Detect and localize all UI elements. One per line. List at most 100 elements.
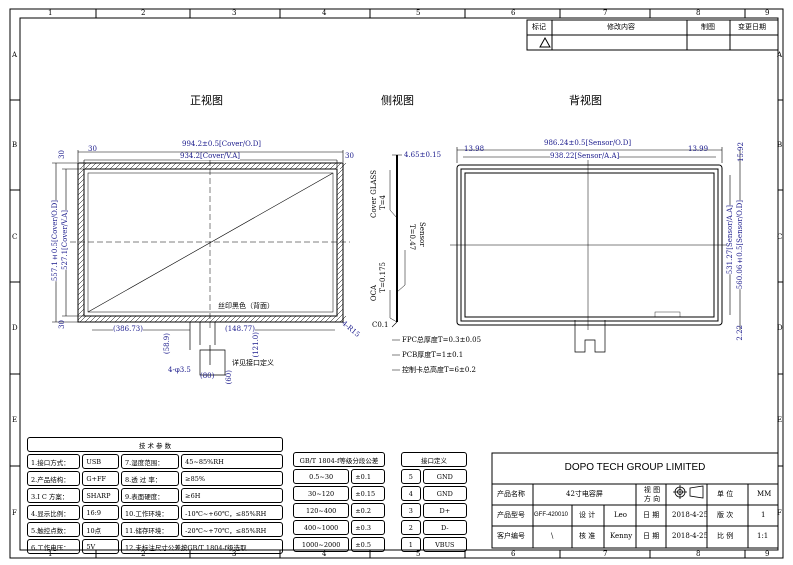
row-label: A — [777, 51, 783, 59]
param-note: 12.未标注尺寸公差按GB/T 1804-f级选取 — [121, 539, 283, 554]
row-label: F — [777, 509, 782, 517]
dim-fpc-length-2: (121.0) — [252, 332, 260, 358]
column-label: 7 — [603, 9, 608, 17]
param-label: 11.储存环境： — [121, 522, 180, 537]
param-label: 3.I C 方案： — [27, 488, 81, 503]
revision-header-date: 变更日期 — [738, 23, 766, 31]
tolerance: ±0.15 — [351, 486, 385, 501]
row-label: C — [12, 233, 18, 241]
row-label: D — [12, 324, 18, 332]
label-cover-glass: Cover GLASS — [370, 170, 378, 219]
front-hatch — [77, 162, 347, 323]
column-label: 8 — [696, 550, 701, 558]
param-value: USB — [82, 454, 120, 469]
column-label: 7 — [603, 550, 608, 558]
param-value: G+FF — [82, 471, 120, 486]
tolerance-title: GB/T 1804-f等级分段公差 — [293, 452, 385, 467]
signal: GND — [422, 486, 467, 501]
scale-label: 比 例 — [717, 532, 734, 540]
column-label: 4 — [322, 9, 327, 17]
row-label: E — [777, 416, 783, 424]
range: 400~1000 — [293, 520, 350, 535]
side-view-title: 侧视图 — [381, 94, 414, 107]
tolerance: ±0.1 — [351, 469, 385, 484]
row-label: B — [12, 141, 18, 149]
connector-note: 详见接口定义 — [232, 359, 274, 367]
dim-fpc-right: (148.77) — [225, 325, 255, 333]
row-label: D — [777, 324, 783, 332]
param-value: -10℃~+60℃，≤85%RH — [181, 505, 283, 520]
version: 1 — [761, 511, 766, 519]
param-value: 10点 — [82, 522, 120, 537]
title-block-lines — [491, 452, 779, 549]
column-label: 3 — [232, 550, 237, 558]
dim-bottom-margin: 2.22 — [736, 325, 744, 341]
table-row: 1000~2000±0.5 — [293, 537, 385, 552]
param-label: 9.表面硬度： — [121, 488, 180, 503]
dim-left-margin: 13.98 — [464, 145, 485, 153]
param-value: 45~85%RH — [181, 454, 283, 469]
back-view-title: 背视图 — [569, 94, 602, 107]
zone-dividers — [10, 9, 783, 558]
dim-top-margin: 15.92 — [737, 142, 745, 163]
param-value: ≥6H — [181, 488, 283, 503]
dim-sensor-od-width: 986.24±0.5[Sensor/O.D] — [544, 139, 632, 147]
param-label: 4.显示比例： — [27, 505, 81, 520]
column-label: 2 — [141, 550, 146, 558]
dim-right-margin: 13.99 — [688, 145, 709, 153]
table-row: 400~1000±0.3 — [293, 520, 385, 535]
row-label: F — [12, 509, 17, 517]
unit-label: 单 位 — [717, 490, 734, 498]
column-label: 1 — [48, 9, 53, 17]
column-label: 9 — [765, 9, 770, 17]
label-pcb-thickness: PCB厚度T=1±0.1 — [402, 351, 464, 359]
column-label: 2 — [141, 9, 146, 17]
pin: 1 — [401, 537, 421, 552]
front-view-title: 正视图 — [190, 94, 223, 107]
view-direction-label: 视 图 方 向 — [643, 486, 661, 503]
dim-margin-bottom: 30 — [58, 320, 66, 329]
column-label: 4 — [322, 550, 327, 558]
customer: \ — [551, 532, 554, 540]
label-card-height: 控制卡总高度T=6±0.2 — [402, 366, 476, 374]
dim-cover-va-width: 934.2[Cover/V.A] — [180, 152, 240, 160]
warning-triangle-icon — [539, 36, 551, 48]
param-label: 1.接口方式： — [27, 454, 81, 469]
column-label: 6 — [511, 9, 516, 17]
dim-fpc-left: (386.73) — [113, 325, 143, 333]
model: GFF-420010 — [534, 512, 569, 518]
signal: D+ — [422, 503, 467, 518]
dim-cover-va-height: 527.1[Cover/V.A] — [61, 210, 69, 270]
customer-label: 客户编号 — [497, 532, 525, 540]
param-value: 5V — [82, 539, 120, 554]
label-oca: OCA — [370, 285, 378, 302]
side-view — [389, 154, 406, 371]
tolerance: ±0.3 — [351, 520, 385, 535]
dim-fpc-length-1: (58.9) — [163, 333, 171, 355]
range: 1000~2000 — [293, 537, 350, 552]
approve-label: 核 准 — [579, 532, 596, 540]
front-view — [52, 150, 350, 376]
column-label: 6 — [511, 550, 516, 558]
product-name: 42寸电容屏 — [566, 490, 603, 498]
column-label: 3 — [232, 9, 237, 17]
param-label: 6.工作电压： — [27, 539, 81, 554]
inner-border — [19, 17, 779, 551]
unit: MM — [757, 490, 772, 498]
param-value: SHARP — [82, 488, 120, 503]
dim-board-width: (80) — [200, 372, 215, 380]
model-label: 产品型号 — [497, 511, 525, 519]
param-value: 16:9 — [82, 505, 120, 520]
date-label: 日 期 — [643, 532, 660, 540]
approver: Kenny — [610, 532, 633, 540]
revision-header-drawn: 制图 — [701, 23, 715, 31]
dim-margin-top: 30 — [58, 150, 66, 159]
revision-header-mark: 标记 — [532, 23, 546, 31]
